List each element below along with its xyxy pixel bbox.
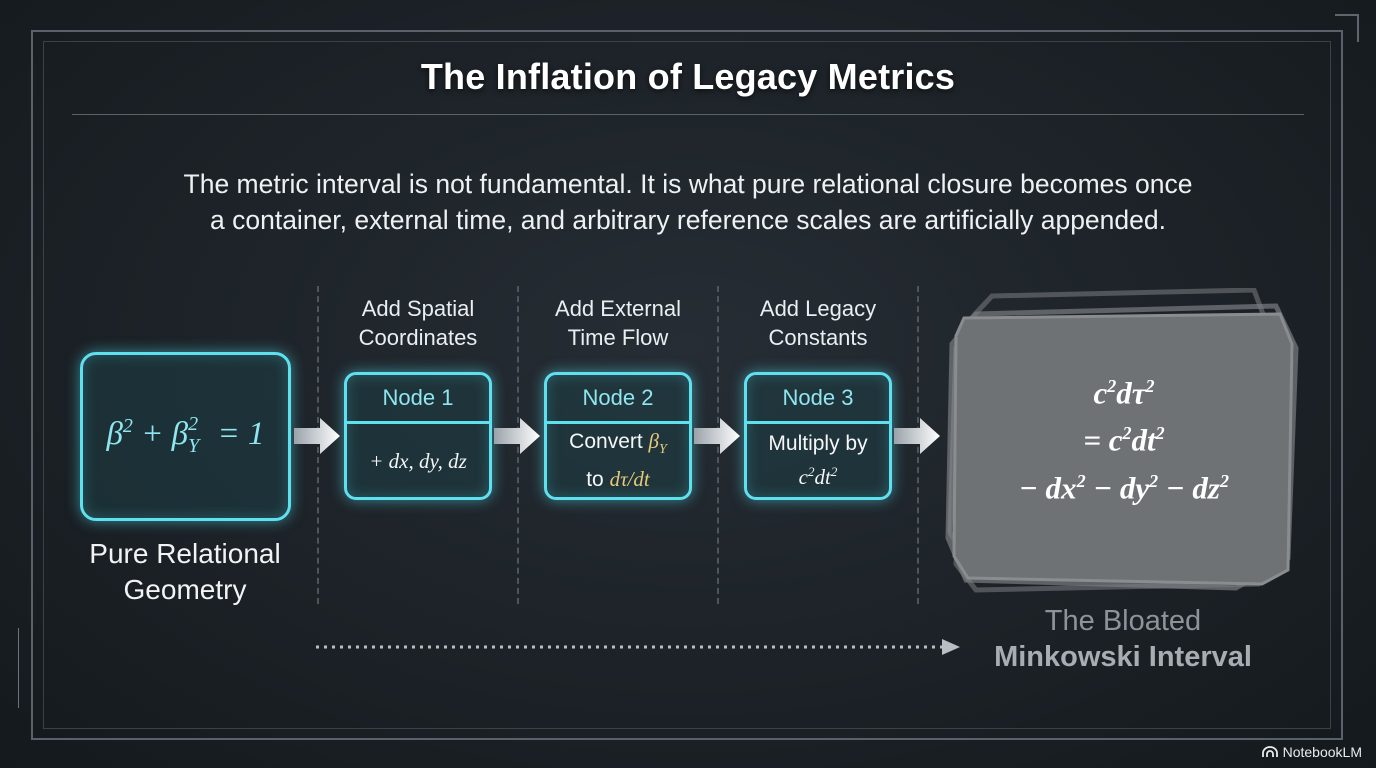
start-label: Pure Relational Geometry (60, 536, 310, 608)
node-3-title: Node 3 (747, 375, 889, 424)
start-label-line: Geometry (123, 574, 247, 605)
stage-label-line: Add Spatial (361, 296, 475, 321)
node-3-math: c2dt2 (798, 464, 838, 489)
node-1-body: + dx, dy, dz (347, 424, 489, 497)
node-2-title: Node 2 (547, 375, 689, 424)
stage-label-2: Add External Time Flow (518, 294, 718, 352)
brand-mark: NotebookLM (1261, 744, 1362, 760)
scale-mark (18, 628, 25, 708)
bloated-interval-shape (945, 288, 1299, 593)
node-1-math: + dx, dy, dz (369, 448, 467, 473)
node-2-text: Convert (569, 430, 643, 454)
arrow-right-icon (494, 418, 540, 454)
subtitle-line-1: The metric interval is not fundamental. … (183, 169, 1193, 199)
arrow-right-icon (894, 418, 940, 454)
arrow-right-icon (694, 418, 740, 454)
corner-mark (1335, 14, 1359, 42)
brand-name: NotebookLM (1282, 744, 1362, 760)
node-2-math-beta: βY (648, 429, 667, 458)
stage-divider (317, 286, 319, 604)
outer-frame (31, 30, 1343, 740)
notebooklm-logo-icon (1261, 746, 1278, 757)
inner-frame (43, 41, 1331, 729)
stage-label-3: Add Legacy Constants (718, 294, 918, 352)
stage-label-1: Add Spatial Coordinates (318, 294, 518, 352)
end-label-line-2: Minkowski Interval (994, 641, 1252, 673)
start-equation: β2 + β2Y = 1 (106, 413, 265, 457)
stage-divider (717, 286, 719, 604)
stage-label-line: Constants (768, 325, 868, 350)
stage-label-line: Time Flow (567, 325, 669, 350)
node-2-body: Convert βY to dτ/dt (547, 424, 689, 497)
node-2-text: to (586, 467, 604, 491)
page-title: The Inflation of Legacy Metrics (420, 56, 956, 97)
stage-label-line: Coordinates (358, 325, 478, 350)
subtitle-line-2: a container, external time, and arbitrar… (210, 205, 1166, 235)
stage-label-line: Add Legacy (759, 296, 877, 321)
node-2-math-dtau: dτ/dt (609, 466, 650, 491)
minkowski-equation: c2dτ2 = c2dt2 − dx2 − dy2 − dz2 (1019, 375, 1229, 505)
start-label-line: Pure Relational (89, 538, 281, 569)
node-1-box: Node 1 + dx, dy, dz (344, 372, 492, 500)
node-2-box: Node 2 Convert βY to dτ/dt (544, 372, 692, 500)
stage-label-line: Add External (555, 296, 681, 321)
stage-divider (517, 286, 519, 604)
start-equation-box: β2 + β2Y = 1 (80, 352, 291, 521)
title-rule (72, 114, 1304, 115)
node-3-body: Multiply by c2dt2 (747, 424, 889, 497)
node-1-title: Node 1 (347, 375, 489, 424)
subtitle: The metric interval is not fundamental. … (100, 166, 1276, 238)
node-3-text: Multiply by (768, 432, 868, 455)
node-3-box: Node 3 Multiply by c2dt2 (744, 372, 892, 500)
arrow-right-icon (294, 418, 340, 454)
end-label-line-1: The Bloated (1044, 605, 1202, 637)
stage-divider (917, 286, 919, 604)
dotted-flow-arrow (316, 639, 960, 655)
